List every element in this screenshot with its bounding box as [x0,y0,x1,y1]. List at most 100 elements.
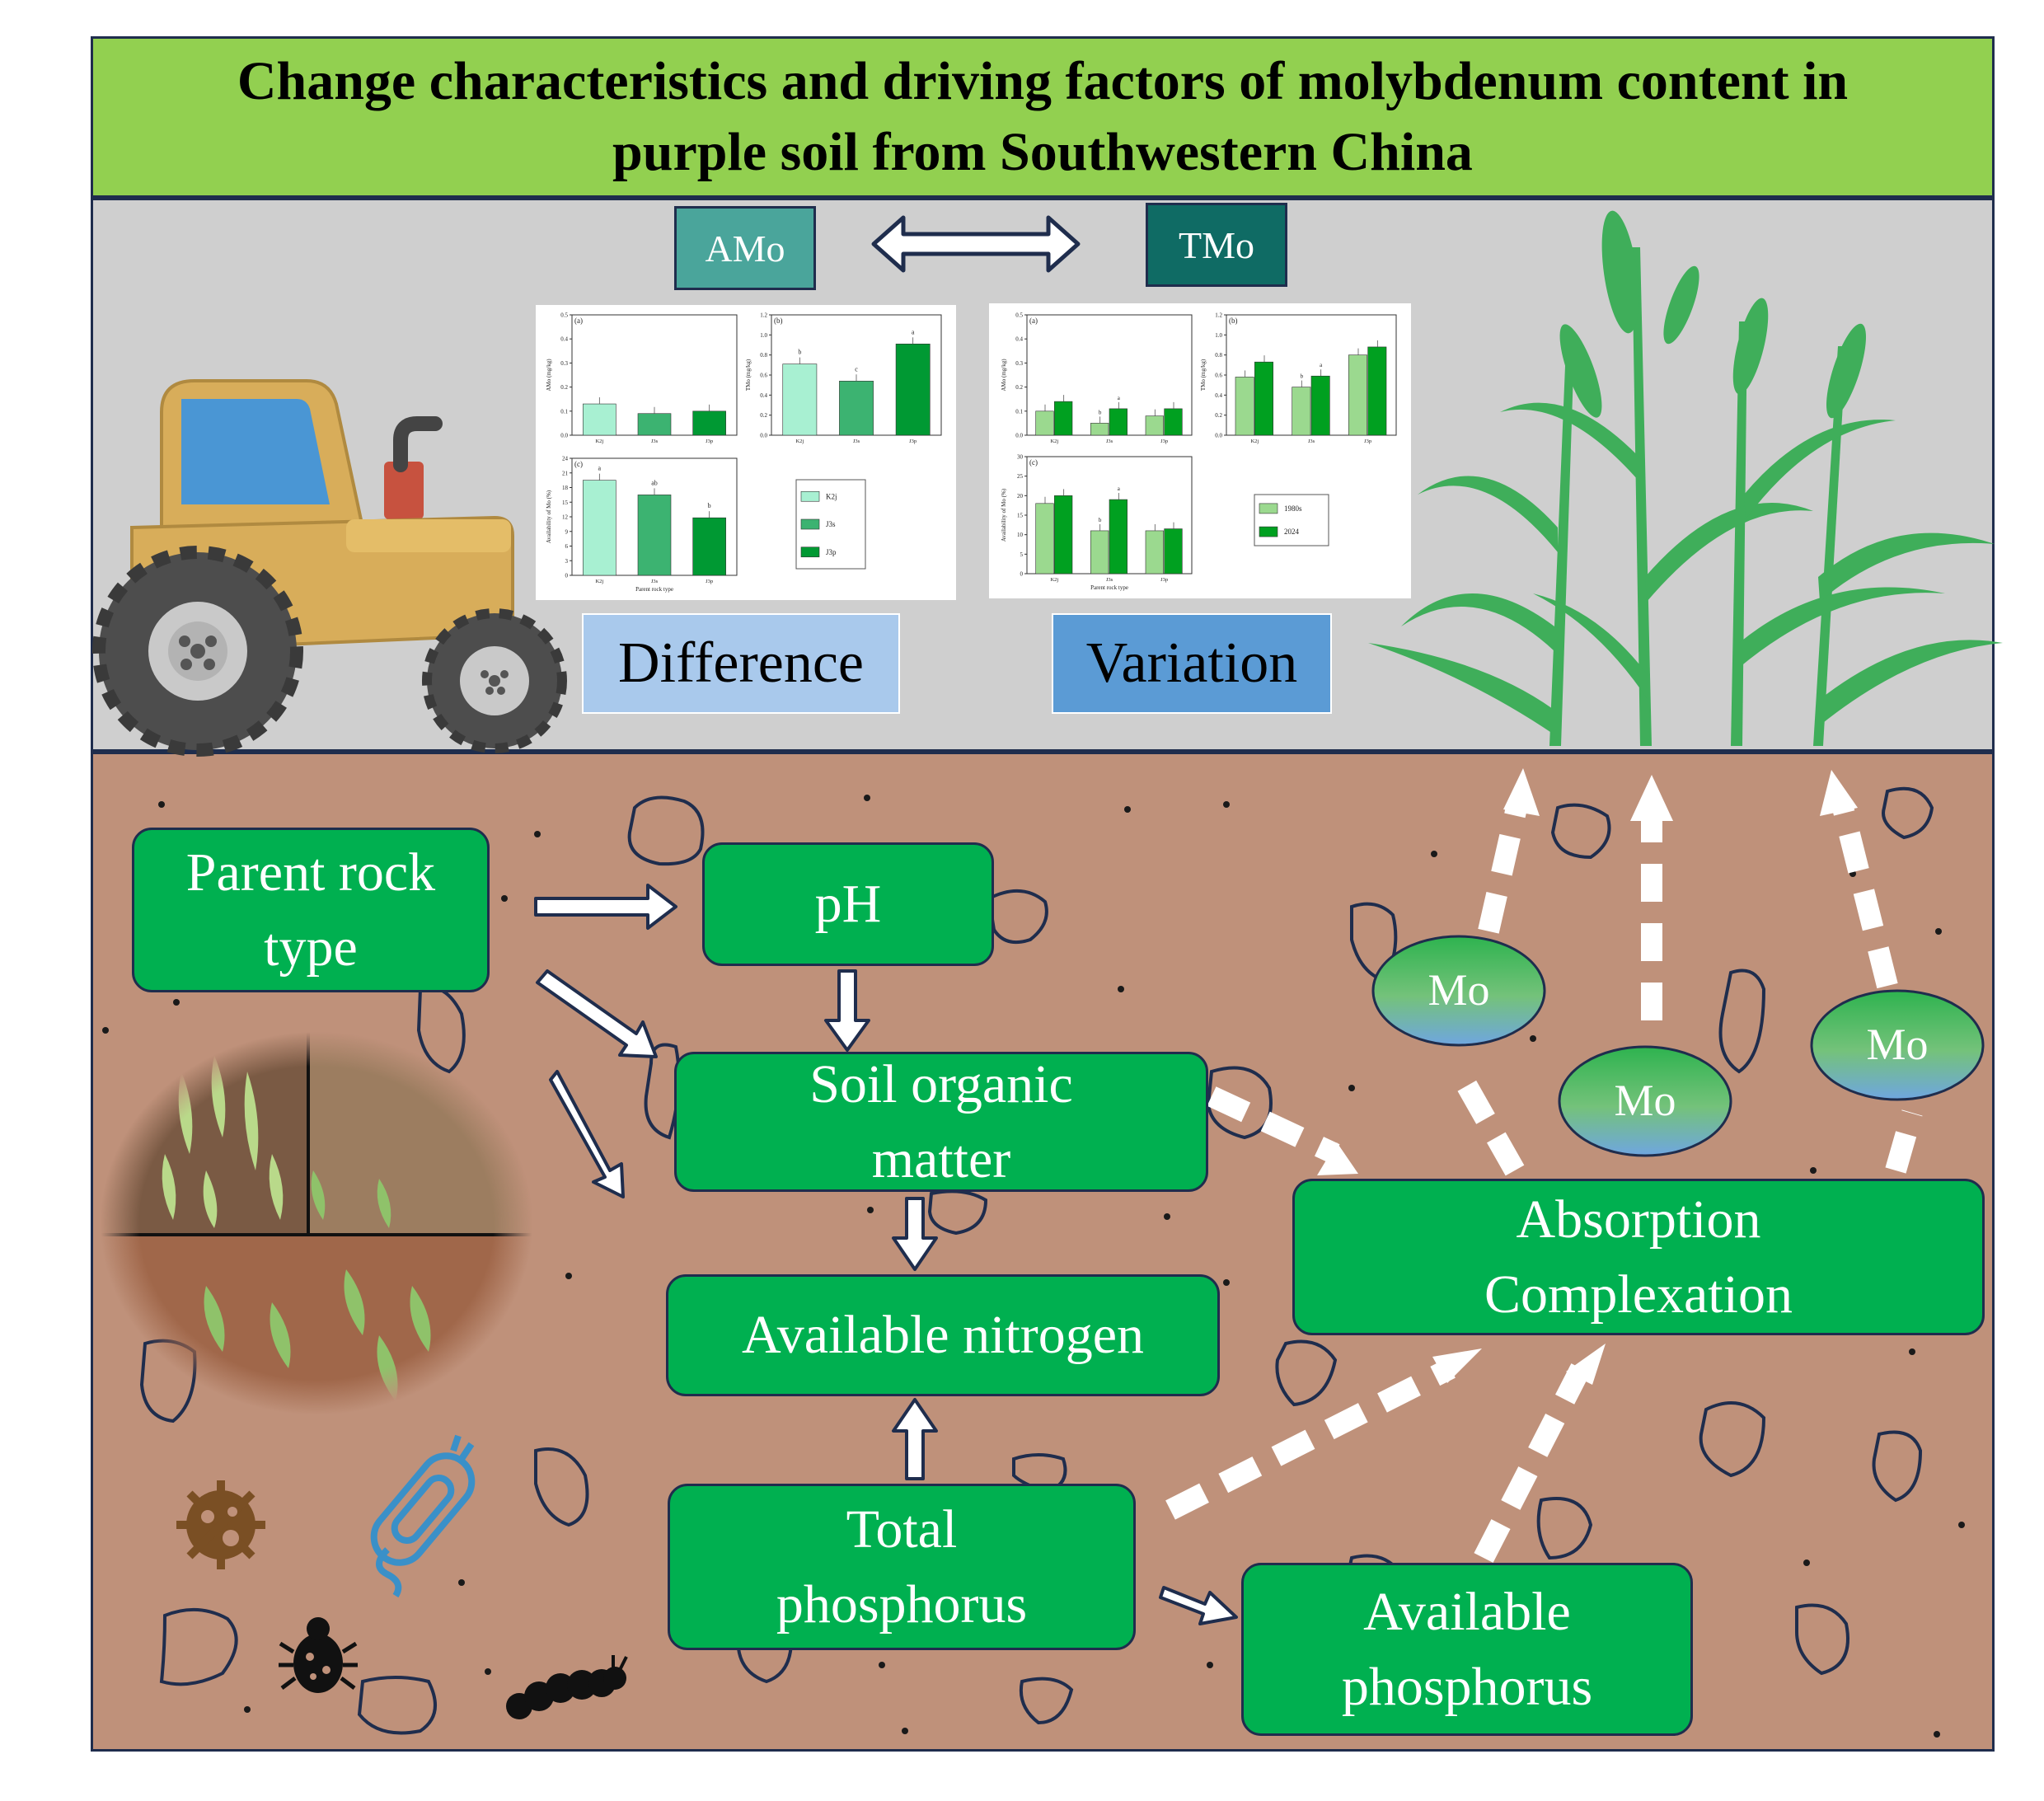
y-tick-label: 0.5 [560,312,568,319]
bar [1035,503,1054,575]
legend-frame [1254,494,1329,546]
bar [1367,346,1387,436]
y-tick-label: 0.2 [760,412,767,419]
chart-ylabel: AMo (mg/kg) [1001,359,1007,392]
chart-ylabel: Availability of Mo (%) [546,490,552,543]
y-tick-label: 0.0 [760,433,767,439]
parent-rock-type-box: Parent rock type [132,828,490,992]
chart-ylabel: Availability of Mo (%) [1001,488,1007,542]
legend-label: J3p [826,548,837,556]
legend-label: 1980s [1284,504,1302,513]
bar [692,517,726,576]
y-tick-label: 0.4 [1015,336,1023,343]
chart-ylabel: AMo (mg/kg) [546,359,552,392]
x-tick-label: K2j [595,439,603,444]
y-tick-label: 0.2 [1015,384,1023,391]
bar [1292,387,1311,436]
y-tick-label: 0.0 [560,433,568,439]
x-tick-label: J3s [1106,439,1113,444]
x-tick-label: J3p [1364,439,1371,444]
chart-ylabel: TMo (mg/kg) [1200,359,1207,391]
y-tick-label: 0.6 [1215,373,1222,379]
bar [1235,377,1254,436]
y-tick-label: 10 [1017,532,1024,538]
absorption-complexation-text: Absorption Complexation [1484,1189,1793,1325]
ph-text: pH [814,874,882,935]
x-tick-label: J3s [1308,439,1315,444]
y-tick-label: 5 [1020,551,1024,558]
legend-label: 2024 [1284,528,1300,536]
soil-organic-matter-box: Soil organic matter [674,1052,1208,1192]
title: Change characteristics and driving facto… [204,46,1881,188]
y-tick-label: 18 [562,485,569,491]
y-tick-label: 0 [565,573,569,579]
significance-letter: a [1118,395,1121,401]
bar [1254,361,1273,436]
bar [1145,415,1164,436]
y-tick-label: 0.0 [1215,433,1222,439]
y-tick-label: 6 [565,543,569,550]
significance-letter: a [912,328,915,335]
legend-label: K2j [826,492,837,500]
y-tick-label: 0.4 [560,336,568,343]
chart-variation-a: (a)AMo (mg/kg)0.00.10.20.30.40.5K2jbaJ3s… [1001,312,1193,444]
x-tick-label: J3p [1160,439,1168,444]
x-tick-label: J3p [706,439,713,444]
significance-letter: b [1099,409,1102,415]
x-tick-label: K2j [595,579,603,584]
bar [1109,408,1127,436]
x-tick-label: J3s [853,439,860,444]
tmo-label-text: TMo [1179,223,1254,266]
difference-label: Difference [582,613,900,714]
y-tick-label: 25 [1017,473,1024,480]
x-tick-label: K2j [1250,439,1259,444]
y-tick-label: 1.0 [1215,332,1222,339]
bar [1310,375,1330,436]
bar [839,381,874,436]
variation-charts: (a)AMo (mg/kg)0.00.10.20.30.40.5K2jbaJ3s… [1001,312,1397,591]
y-tick-label: 30 [1017,454,1024,461]
significance-letter: b [798,349,801,356]
title-line-1: Change characteristics and driving facto… [237,51,1849,112]
significance-letter: a [1320,362,1323,368]
legend-swatch [1259,503,1278,514]
bar [1054,495,1073,575]
y-tick-label: 24 [562,456,569,462]
x-tick-label: J3s [1106,577,1113,583]
y-tick-label: 0.3 [1015,360,1023,367]
y-tick-label: 0.0 [1015,433,1023,439]
mo-label-2: Mo [1614,1076,1676,1125]
y-tick-label: 0 [1020,571,1024,578]
available-nitrogen-box: Available nitrogen [666,1274,1220,1396]
y-tick-label: 0.3 [560,360,568,367]
chart-difference-c: (c)Availability of Mo (%)03691215182124a… [546,456,738,593]
chart-variation-c: (c)Availability of Mo (%)051015202530K2j… [1001,454,1193,591]
amo-label: AMo [674,206,816,290]
available-phosphorus-text: Available phosphorus [1341,1581,1593,1717]
soil-organic-matter-text: Soil organic matter [809,1053,1073,1189]
variation-label: Variation [1052,613,1332,714]
chart-variation-b: (b)TMo (mg/kg)0.00.20.40.60.81.01.2K2jba… [1200,312,1397,444]
legend-swatch [1259,526,1278,537]
bar [1348,354,1367,436]
y-tick-label: 0.6 [760,373,767,379]
bar [583,480,616,576]
significance-letter: b [1301,373,1304,380]
x-tick-label: J3p [1160,577,1168,583]
absorption-complexation-box: Absorption Complexation [1292,1179,1985,1335]
y-tick-label: 0.1 [1015,408,1023,415]
legend-swatch [800,490,820,502]
variation-label-text: Variation [1085,631,1298,695]
bar [782,363,818,436]
y-tick-label: 1.2 [1215,312,1222,319]
x-tick-label: J3p [706,579,713,584]
y-tick-label: 0.4 [760,392,767,399]
x-tick-label: K2j [1050,577,1058,583]
bar [895,343,931,436]
bar [1090,423,1109,436]
bar [637,495,672,576]
